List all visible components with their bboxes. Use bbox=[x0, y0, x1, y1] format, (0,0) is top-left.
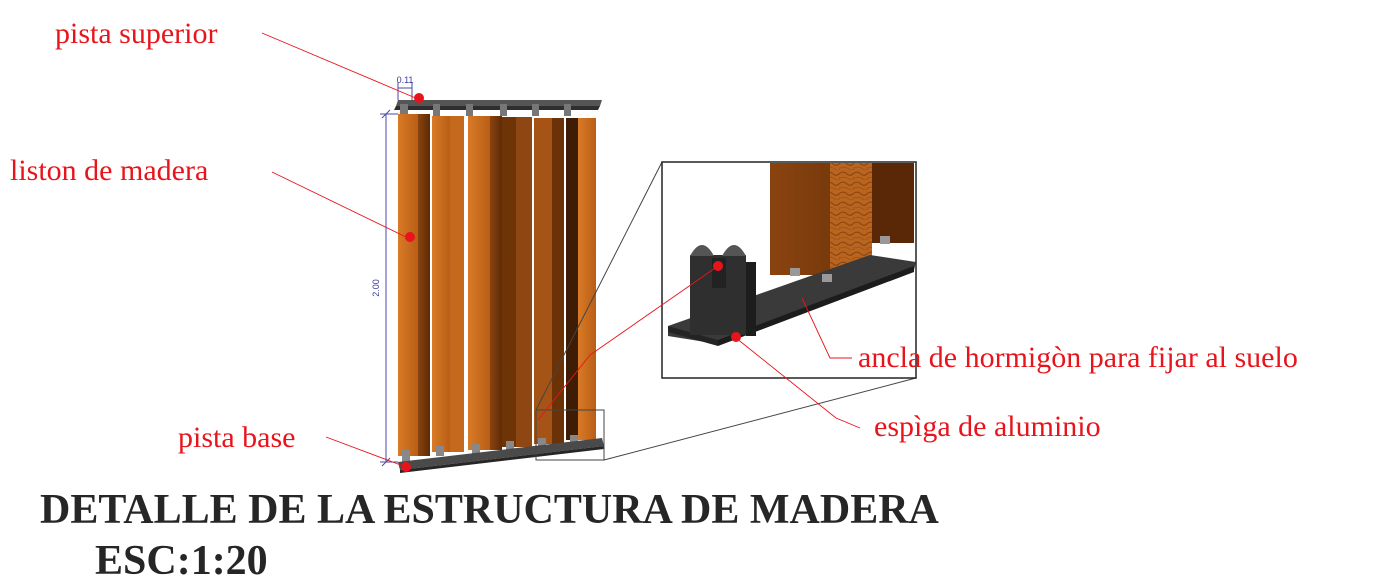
marker-base-track bbox=[401, 462, 411, 472]
label-top-track: pista superior bbox=[55, 17, 217, 50]
wood-slat bbox=[468, 116, 502, 450]
wood-slat bbox=[398, 114, 430, 456]
marker-spigot bbox=[713, 261, 723, 271]
height-dimension-text: 2.00 bbox=[371, 279, 381, 297]
wood-slat bbox=[432, 116, 464, 452]
width-dimension: 0.11 bbox=[397, 75, 414, 100]
top-track bbox=[394, 100, 602, 116]
height-dimension: 2.00 bbox=[371, 109, 398, 467]
marker-wood-slat bbox=[405, 232, 415, 242]
width-dimension-text: 0.11 bbox=[397, 75, 414, 85]
zoom-detail-box bbox=[661, 161, 917, 379]
drawing-title: DETALLE DE LA ESTRUCTURA DE MADERA bbox=[40, 487, 940, 533]
wood-slat bbox=[534, 118, 564, 444]
detail-callout bbox=[535, 161, 917, 461]
base-track bbox=[398, 435, 604, 473]
wood-slat bbox=[566, 118, 596, 440]
leader-lines bbox=[261, 32, 861, 468]
marker-anchor bbox=[731, 332, 741, 342]
label-base-track: pista base bbox=[178, 421, 295, 454]
markers bbox=[401, 93, 741, 472]
wood-slat bbox=[502, 117, 532, 447]
label-spigot: espìga de aluminio bbox=[874, 410, 1101, 443]
marker-top-track bbox=[414, 93, 424, 103]
main-assembly: 2.00 0.11 bbox=[371, 75, 604, 473]
drawing-scale: ESC:1:20 bbox=[95, 538, 268, 584]
label-wood-slat: liston de madera bbox=[10, 154, 208, 187]
wood-slats bbox=[398, 114, 596, 456]
label-anchor: ancla de hormigòn para fijar al suelo bbox=[858, 341, 1298, 374]
